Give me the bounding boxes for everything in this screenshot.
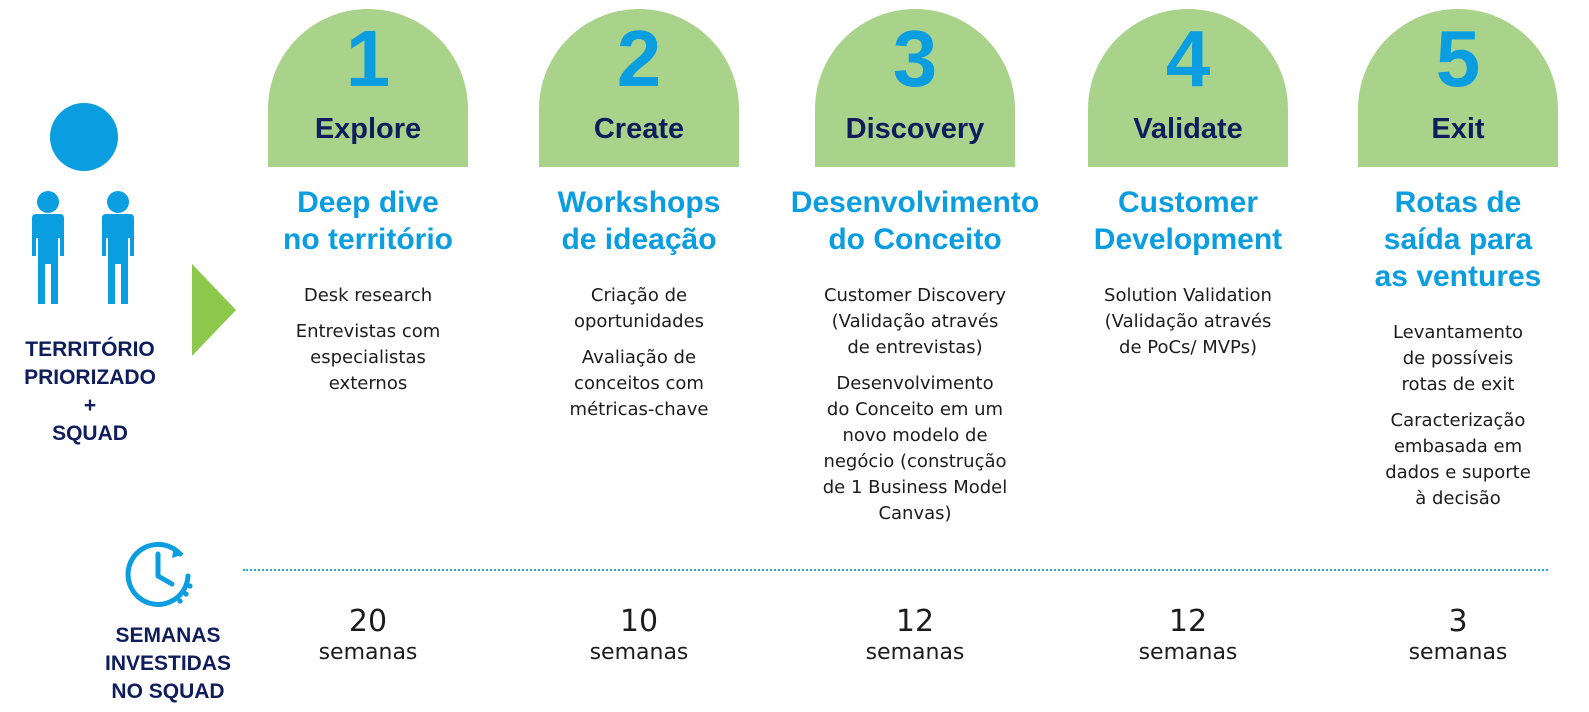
weeks-label: SEMANAS INVESTIDAS NO SQUAD — [78, 622, 258, 706]
phase-number: 5 — [1435, 14, 1481, 103]
phase-item: Entrevistas com especialistas externos — [295, 321, 441, 394]
phase-circle — [1358, 9, 1558, 167]
phase-title: Deep dive no território — [283, 186, 453, 256]
phase-name: Discovery — [845, 113, 985, 145]
phase-title: Workshops de ideação — [557, 186, 721, 256]
phase-item: Avaliação de conceitos com métricas-chav… — [569, 347, 709, 420]
clock-icon — [125, 542, 193, 607]
phase-number: 1 — [345, 14, 391, 103]
phase-title: Customer Development — [1093, 186, 1283, 256]
phase-item: Desenvolvimento do Conceito em um novo m… — [822, 373, 1008, 524]
duration-value: 12 — [1168, 604, 1208, 639]
phase-circle — [539, 9, 739, 167]
squad-icon — [32, 191, 134, 304]
duration-value: 3 — [1448, 604, 1468, 639]
phase-number: 4 — [1165, 14, 1211, 103]
phase-items: Customer Discovery (Validação através de… — [775, 283, 1055, 537]
phase-items: Criação de oportunidades Avaliação de co… — [499, 283, 779, 433]
duration-value: 10 — [619, 604, 659, 639]
phase-circle — [815, 9, 1015, 167]
phase-name: Exit — [1431, 113, 1485, 145]
phase-name: Create — [593, 113, 685, 145]
phase-items: Desk research Entrevistas com especialis… — [228, 283, 508, 407]
phase-name: Explore — [314, 113, 422, 145]
phase-duration: 12 semanas — [775, 604, 1055, 666]
duration-value: 12 — [895, 604, 935, 639]
phase-name: Validate — [1133, 113, 1243, 145]
duration-unit: semanas — [865, 640, 965, 665]
duration-value: 20 — [348, 604, 388, 639]
squad-head-icon — [50, 103, 118, 171]
duration-unit: semanas — [318, 640, 418, 665]
duration-unit: semanas — [1138, 640, 1238, 665]
team-label-line: + — [83, 394, 97, 417]
duration-unit: semanas — [1408, 640, 1508, 665]
phase-circle — [1088, 9, 1288, 167]
phase-item: Customer Discovery (Validação através de… — [823, 285, 1007, 358]
phase-item: Solution Validation (Validação através d… — [1104, 285, 1272, 358]
phase-number: 3 — [892, 14, 938, 103]
team-label-line: PRIORIZADO — [24, 366, 156, 389]
phase-items: Levantamento de possíveis rotas de exit … — [1318, 320, 1589, 522]
phase-item: Caracterização embasada em dados e supor… — [1385, 410, 1531, 509]
arrow-right-icon — [192, 264, 236, 356]
weeks-label-line: SEMANAS — [115, 624, 221, 647]
phase-duration: 10 semanas — [499, 604, 779, 666]
phase-circle — [268, 9, 468, 167]
phase-number: 2 — [616, 14, 662, 103]
phase-item: Criação de oportunidades — [573, 285, 705, 332]
duration-unit: semanas — [589, 640, 689, 665]
phase-duration: 20 semanas — [228, 604, 508, 666]
team-label: TERRITÓRIO PRIORIZADO + SQUAD — [0, 336, 180, 448]
phase-item: Desk research — [303, 285, 433, 306]
phase-item: Levantamento de possíveis rotas de exit — [1392, 322, 1524, 395]
phase-items: Solution Validation (Validação através d… — [1048, 283, 1328, 371]
team-label-line: TERRITÓRIO — [25, 338, 155, 361]
weeks-label-line: NO SQUAD — [111, 680, 225, 703]
phase-duration: 3 semanas — [1318, 604, 1589, 666]
phase-title: Desenvolvimento do Conceito — [790, 186, 1040, 256]
phase-duration: 12 semanas — [1048, 604, 1328, 666]
phase-title: Rotas de saída para as ventures — [1374, 186, 1542, 293]
team-label-line: SQUAD — [52, 422, 128, 445]
weeks-label-line: INVESTIDAS — [104, 652, 232, 675]
timeline-divider — [243, 569, 1548, 571]
